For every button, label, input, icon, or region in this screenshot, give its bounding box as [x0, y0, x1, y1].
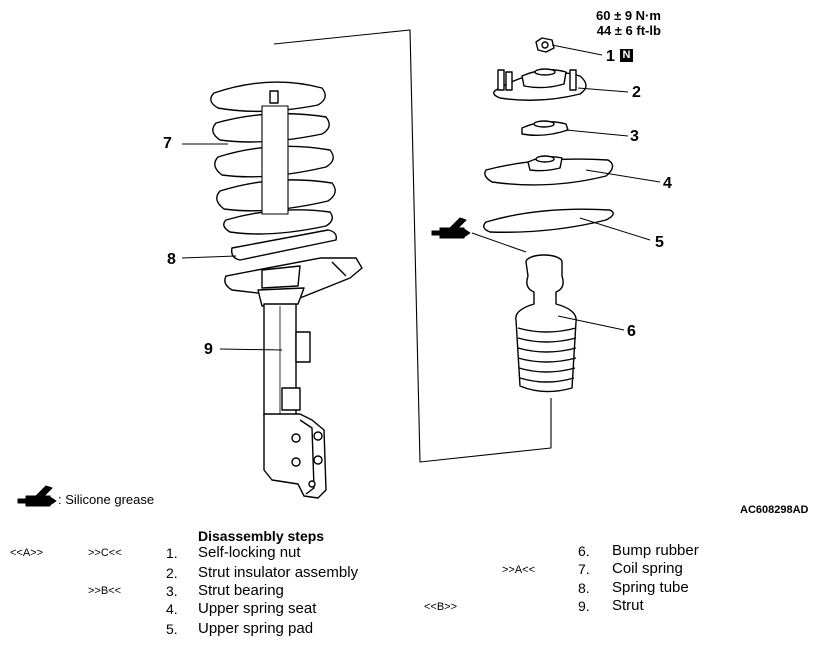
- strut-bearing: [521, 120, 569, 137]
- callout-8: 8: [167, 251, 176, 268]
- step-text: Strut insulator assembly: [198, 564, 359, 581]
- callout-3: 3: [630, 128, 639, 145]
- step-number: 2.: [166, 565, 178, 581]
- callout-9: 9: [204, 341, 213, 358]
- bump-rubber: [515, 254, 577, 393]
- legend-label: : Silicone grease: [58, 492, 155, 507]
- step-text: Upper spring pad: [198, 620, 314, 637]
- figure-id: AC608298AD: [740, 504, 809, 516]
- step-text: Self-locking nut: [198, 544, 301, 561]
- step-text: Upper spring seat: [198, 600, 317, 617]
- step-number: 6.: [578, 543, 590, 559]
- step-number: 7.: [578, 561, 590, 577]
- callout-6: 6: [627, 323, 636, 340]
- step-tag: >>C<<: [88, 547, 122, 559]
- step-text: Strut bearing: [198, 582, 284, 599]
- step-text: Bump rubber: [612, 542, 699, 559]
- torque-imperial: 44 ± 6 ft-lb: [596, 23, 661, 38]
- step-number: 9.: [578, 598, 590, 614]
- step-tag: <<B>>: [424, 601, 458, 613]
- strut-insulator-assembly: [493, 68, 587, 101]
- new-part-n-symbol: N: [620, 49, 633, 62]
- spring-tube: [224, 229, 363, 299]
- upper-spring-seat: [484, 155, 614, 186]
- self-locking-nut: [535, 37, 555, 53]
- callout-5: 5: [655, 234, 664, 251]
- coil-spring: [210, 81, 336, 235]
- step-text: Strut: [612, 597, 644, 614]
- assembly-bracket: [273, 29, 552, 463]
- step-tag: <<A>>: [10, 547, 44, 559]
- step-tag: >>A<<: [502, 564, 536, 576]
- callout-4: 4: [663, 175, 672, 192]
- steps-title: Disassembly steps: [198, 528, 325, 544]
- step-number: 1.: [166, 545, 178, 561]
- callout-2: 2: [632, 84, 641, 101]
- strut: [257, 287, 327, 499]
- step-text: Spring tube: [612, 579, 689, 596]
- step-text: Coil spring: [612, 560, 683, 577]
- torque-metric: 60 ± 9 N·m: [596, 8, 661, 23]
- step-number: 8.: [578, 580, 590, 596]
- callout-1: 1: [606, 48, 615, 65]
- step-tag: >>B<<: [88, 585, 122, 597]
- leader-lines: [181, 44, 661, 351]
- step-number: 3.: [166, 583, 178, 599]
- legend-grease-gun-icon: [17, 485, 57, 507]
- torque-spec: 60 ± 9 N·m 44 ± 6 ft-lb: [596, 8, 661, 38]
- upper-spring-pad: [483, 208, 614, 233]
- grease-gun-icon: [431, 217, 471, 239]
- callout-7: 7: [163, 135, 172, 152]
- step-number: 4.: [166, 601, 178, 617]
- step-number: 5.: [166, 621, 178, 637]
